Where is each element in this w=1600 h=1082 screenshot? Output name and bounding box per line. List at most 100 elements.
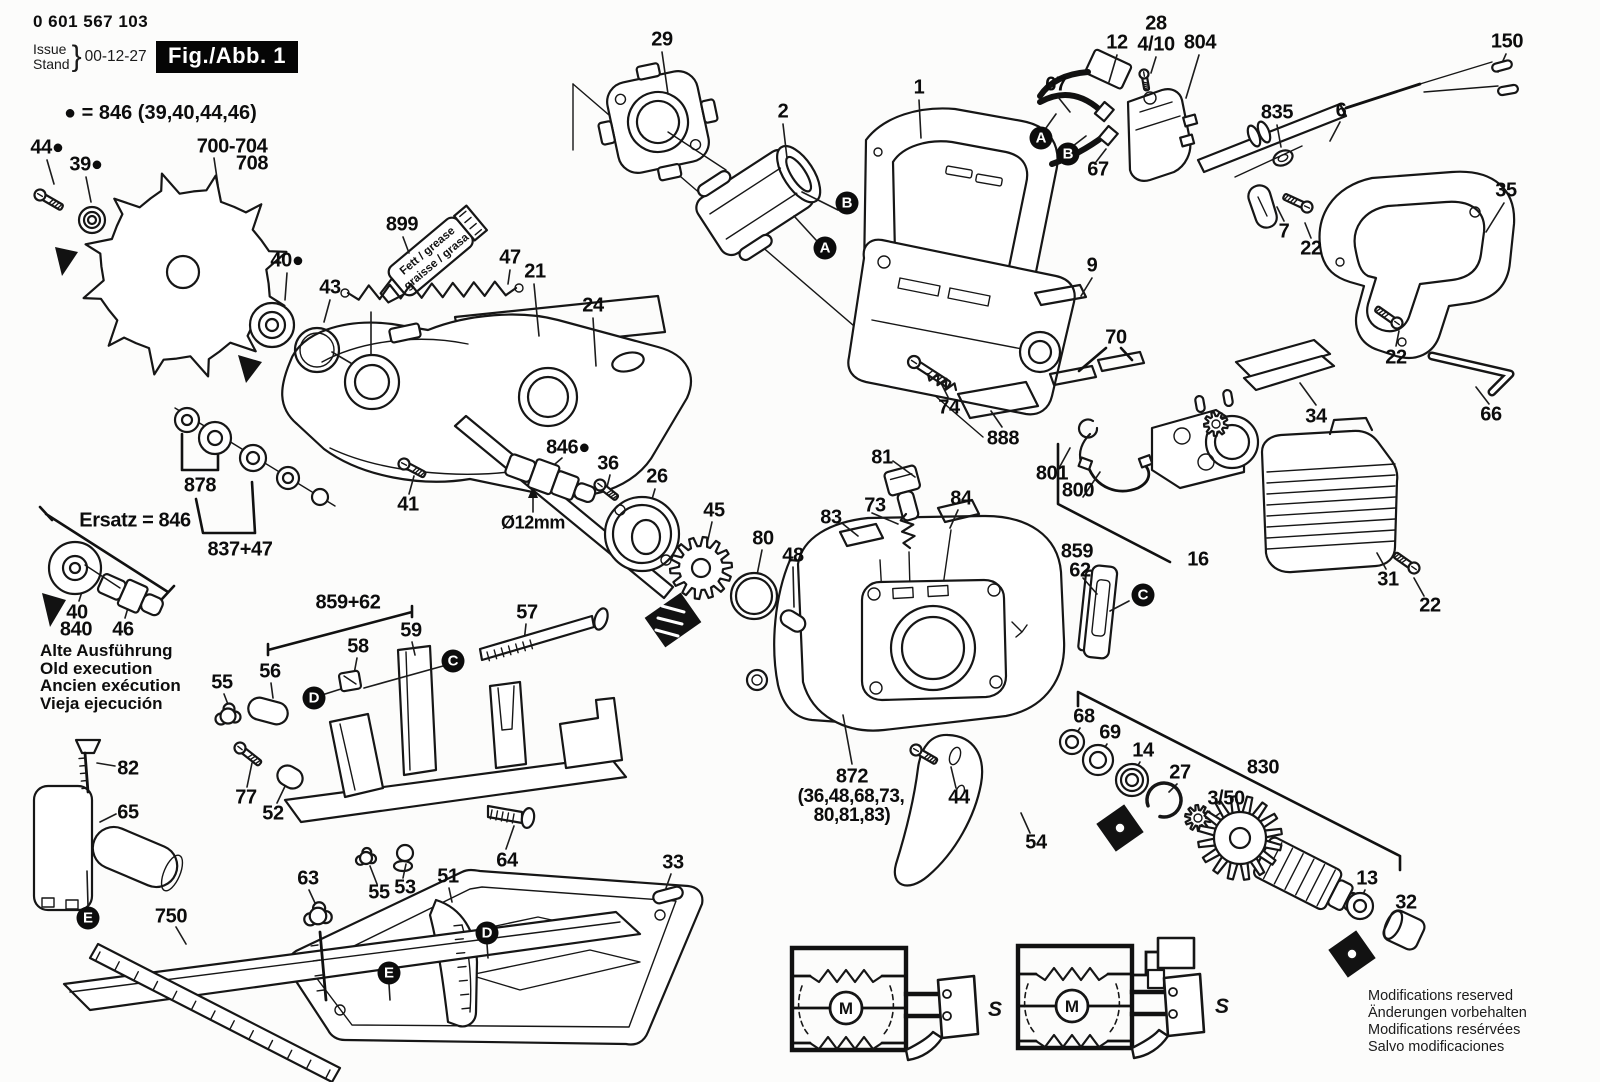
callout-E: E [377, 961, 401, 985]
modifications-line-en: Modifications reserved [1368, 988, 1514, 1004]
modifications-note: Modifications reserved Änderungen vorbeh… [1368, 988, 1527, 1056]
part-label-33: 33 [662, 851, 684, 874]
brace-glyph: } [71, 40, 82, 73]
part-label-40: 40● [270, 249, 304, 272]
part-label-872: 872 [835, 765, 869, 788]
part-label-804: 804 [1183, 31, 1217, 54]
part-label-750: 750 [154, 905, 188, 928]
trigger-54-drawing [893, 733, 984, 887]
part-label-2: 2 [777, 100, 789, 123]
part-label-32: 32 [1395, 891, 1417, 914]
part-label-55: 55 [368, 881, 390, 904]
callout-A: A [1029, 126, 1053, 150]
field-stator-2-drawing [695, 144, 822, 262]
cover-plates-34-drawing [1234, 338, 1336, 392]
part-label-846: 846● [546, 436, 590, 459]
part-label-3/50: 3/50 [1207, 787, 1245, 810]
old-execution-line-es: Vieja ejecución [40, 693, 163, 713]
part-label-700-704: 700-704 [196, 135, 268, 158]
old-execution-line-fr: Ancien exécution [40, 676, 181, 695]
part-label-59: 59 [400, 619, 422, 642]
part-label-708: 708 [235, 152, 269, 175]
wiring-schematic-standard: M S [789, 945, 1002, 1062]
part-label-1: 1 [913, 76, 925, 99]
part-label-57: 57 [516, 601, 538, 624]
part-label-66: 66 [1480, 403, 1502, 426]
part-label-808183: 80,81,83) [813, 805, 891, 826]
part-label-830: 830 [1246, 756, 1280, 779]
issue-date: 00-12-27 [84, 48, 147, 65]
part-label-27: 27 [1169, 761, 1191, 784]
callout-E: E [76, 906, 100, 930]
part-label-74: 74 [938, 396, 960, 419]
part-label-21: 21 [524, 260, 546, 283]
part-label-835: 835 [1260, 101, 1294, 124]
part-label-36486873: (36,48,68,73, [797, 786, 905, 807]
part-label-53: 53 [394, 876, 416, 899]
part-label-12mm: Ø12mm [500, 512, 566, 533]
part-label-81: 81 [871, 446, 893, 469]
part-label-899: 899 [385, 213, 419, 236]
part-label-48: 48 [782, 544, 804, 567]
part-label-80: 80 [752, 527, 774, 550]
part-label-44: 44● [30, 136, 64, 159]
part-label-9: 9 [1086, 254, 1098, 277]
part-label-888: 888 [986, 427, 1020, 450]
part-label-35: 35 [1495, 179, 1517, 202]
old-execution-line-en: Old execution [40, 658, 153, 678]
part-label-6: 6 [1335, 99, 1347, 122]
part-label-54: 54 [1025, 831, 1047, 854]
motor-symbol-label-1: M [839, 999, 853, 1018]
figure-badge: Fig./Abb. 1 [156, 41, 298, 73]
callout-B: B [1056, 142, 1080, 166]
part-label-43: 43 [319, 276, 341, 299]
part-label-13: 13 [1356, 867, 1378, 890]
part-label-63: 63 [297, 867, 319, 890]
part-label-800: 800 [1061, 479, 1095, 502]
plate-9-drawing [1033, 283, 1088, 307]
gear-unit-16-drawing [1077, 408, 1260, 493]
depth-stop-65-drawing [32, 784, 94, 912]
plunger-81-drawing [883, 464, 921, 522]
part-label-29: 29 [651, 28, 673, 51]
old-execution-note: Alte Ausführung Old execution Ancien exé… [40, 642, 181, 712]
part-label-52: 52 [262, 802, 284, 825]
part-label-47: 47 [499, 246, 521, 269]
part-label-65: 65 [117, 801, 139, 824]
part-label-859+62: 859+62 [315, 591, 381, 614]
callout-D: D [475, 921, 499, 945]
upper-guard-24-drawing [281, 313, 692, 498]
part-label-41: 41 [397, 493, 419, 516]
modifications-line-fr: Modifications resérvées [1368, 1022, 1521, 1038]
part-label-Ersatz846: Ersatz = 846 [79, 509, 191, 532]
motor-cover-31-drawing [1260, 416, 1399, 574]
callout-A: A [813, 236, 837, 260]
part-label-22: 22 [1300, 237, 1322, 260]
plates-83-84-drawing [838, 498, 981, 548]
part-number: 0 601 567 103 [33, 12, 149, 31]
cord-symbol-2: S [1215, 995, 1229, 1018]
part-label-24: 24 [582, 294, 604, 317]
part-label-64: 64 [496, 849, 518, 872]
part-label-58: 58 [347, 635, 369, 658]
motor-symbol-label-2: M [1065, 997, 1079, 1016]
part-label-39: 39● [69, 153, 103, 176]
cord-symbol-1: S [988, 998, 1002, 1021]
part-label-31: 31 [1377, 568, 1399, 591]
part-label-14: 14 [1132, 739, 1154, 762]
part-label-801: 801 [1035, 462, 1069, 485]
part-label-84: 84 [950, 487, 972, 510]
part-label-878: 878 [183, 474, 217, 497]
gear-housing-drawing [847, 238, 1076, 416]
part-label-12: 12 [1106, 31, 1128, 54]
bearing-flange-29-drawing [597, 62, 719, 182]
modifications-line-de: Änderungen vorbehalten [1368, 1005, 1527, 1021]
issue-stand-block: Issue Stand } 00-12-27 [33, 40, 147, 74]
part-label-82: 82 [117, 757, 139, 780]
callout-B: B [835, 191, 859, 215]
part-label-40: 40 [66, 601, 88, 624]
part-label-837+47: 837+47 [207, 538, 273, 561]
part-label-16: 16 [1187, 548, 1209, 571]
diameter-arrow [528, 486, 538, 513]
